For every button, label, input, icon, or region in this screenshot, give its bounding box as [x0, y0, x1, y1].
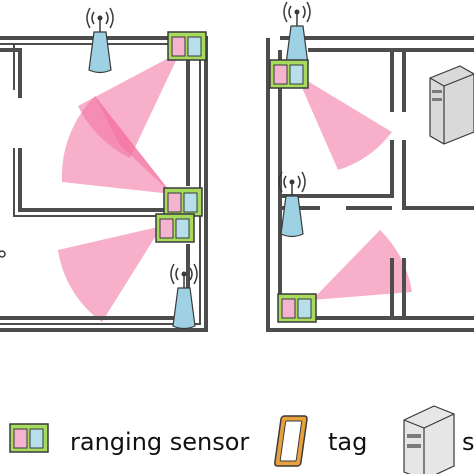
ranging-sensor-icon	[277, 293, 317, 323]
sensing-beams	[58, 52, 412, 322]
antenna-icon	[283, 1, 311, 68]
legend-server-label: s	[462, 428, 474, 456]
legend-tag-icon	[274, 415, 308, 467]
legend-ranging-sensor-icon	[9, 423, 49, 453]
tag-marker	[0, 250, 6, 258]
beam-lower-left	[58, 226, 162, 322]
legend-ranging-sensor-label: ranging sensor	[70, 428, 250, 456]
ranging-sensor-icon	[155, 213, 195, 243]
ranging-sensor-icon	[163, 187, 203, 217]
antenna-icon	[170, 263, 198, 330]
ranging-sensor-icon	[269, 59, 309, 89]
beam-right-bottom	[312, 230, 412, 300]
antenna-icon	[278, 171, 306, 238]
beam-middle	[61, 96, 172, 194]
legend-tag-label: tag	[328, 428, 368, 456]
antenna-icon	[86, 7, 114, 74]
server-icon	[429, 65, 474, 145]
beam-right-top	[296, 74, 392, 170]
ranging-sensor-icon	[167, 31, 207, 61]
beam-middle-overlap	[95, 96, 172, 194]
legend-server-icon	[403, 405, 455, 474]
